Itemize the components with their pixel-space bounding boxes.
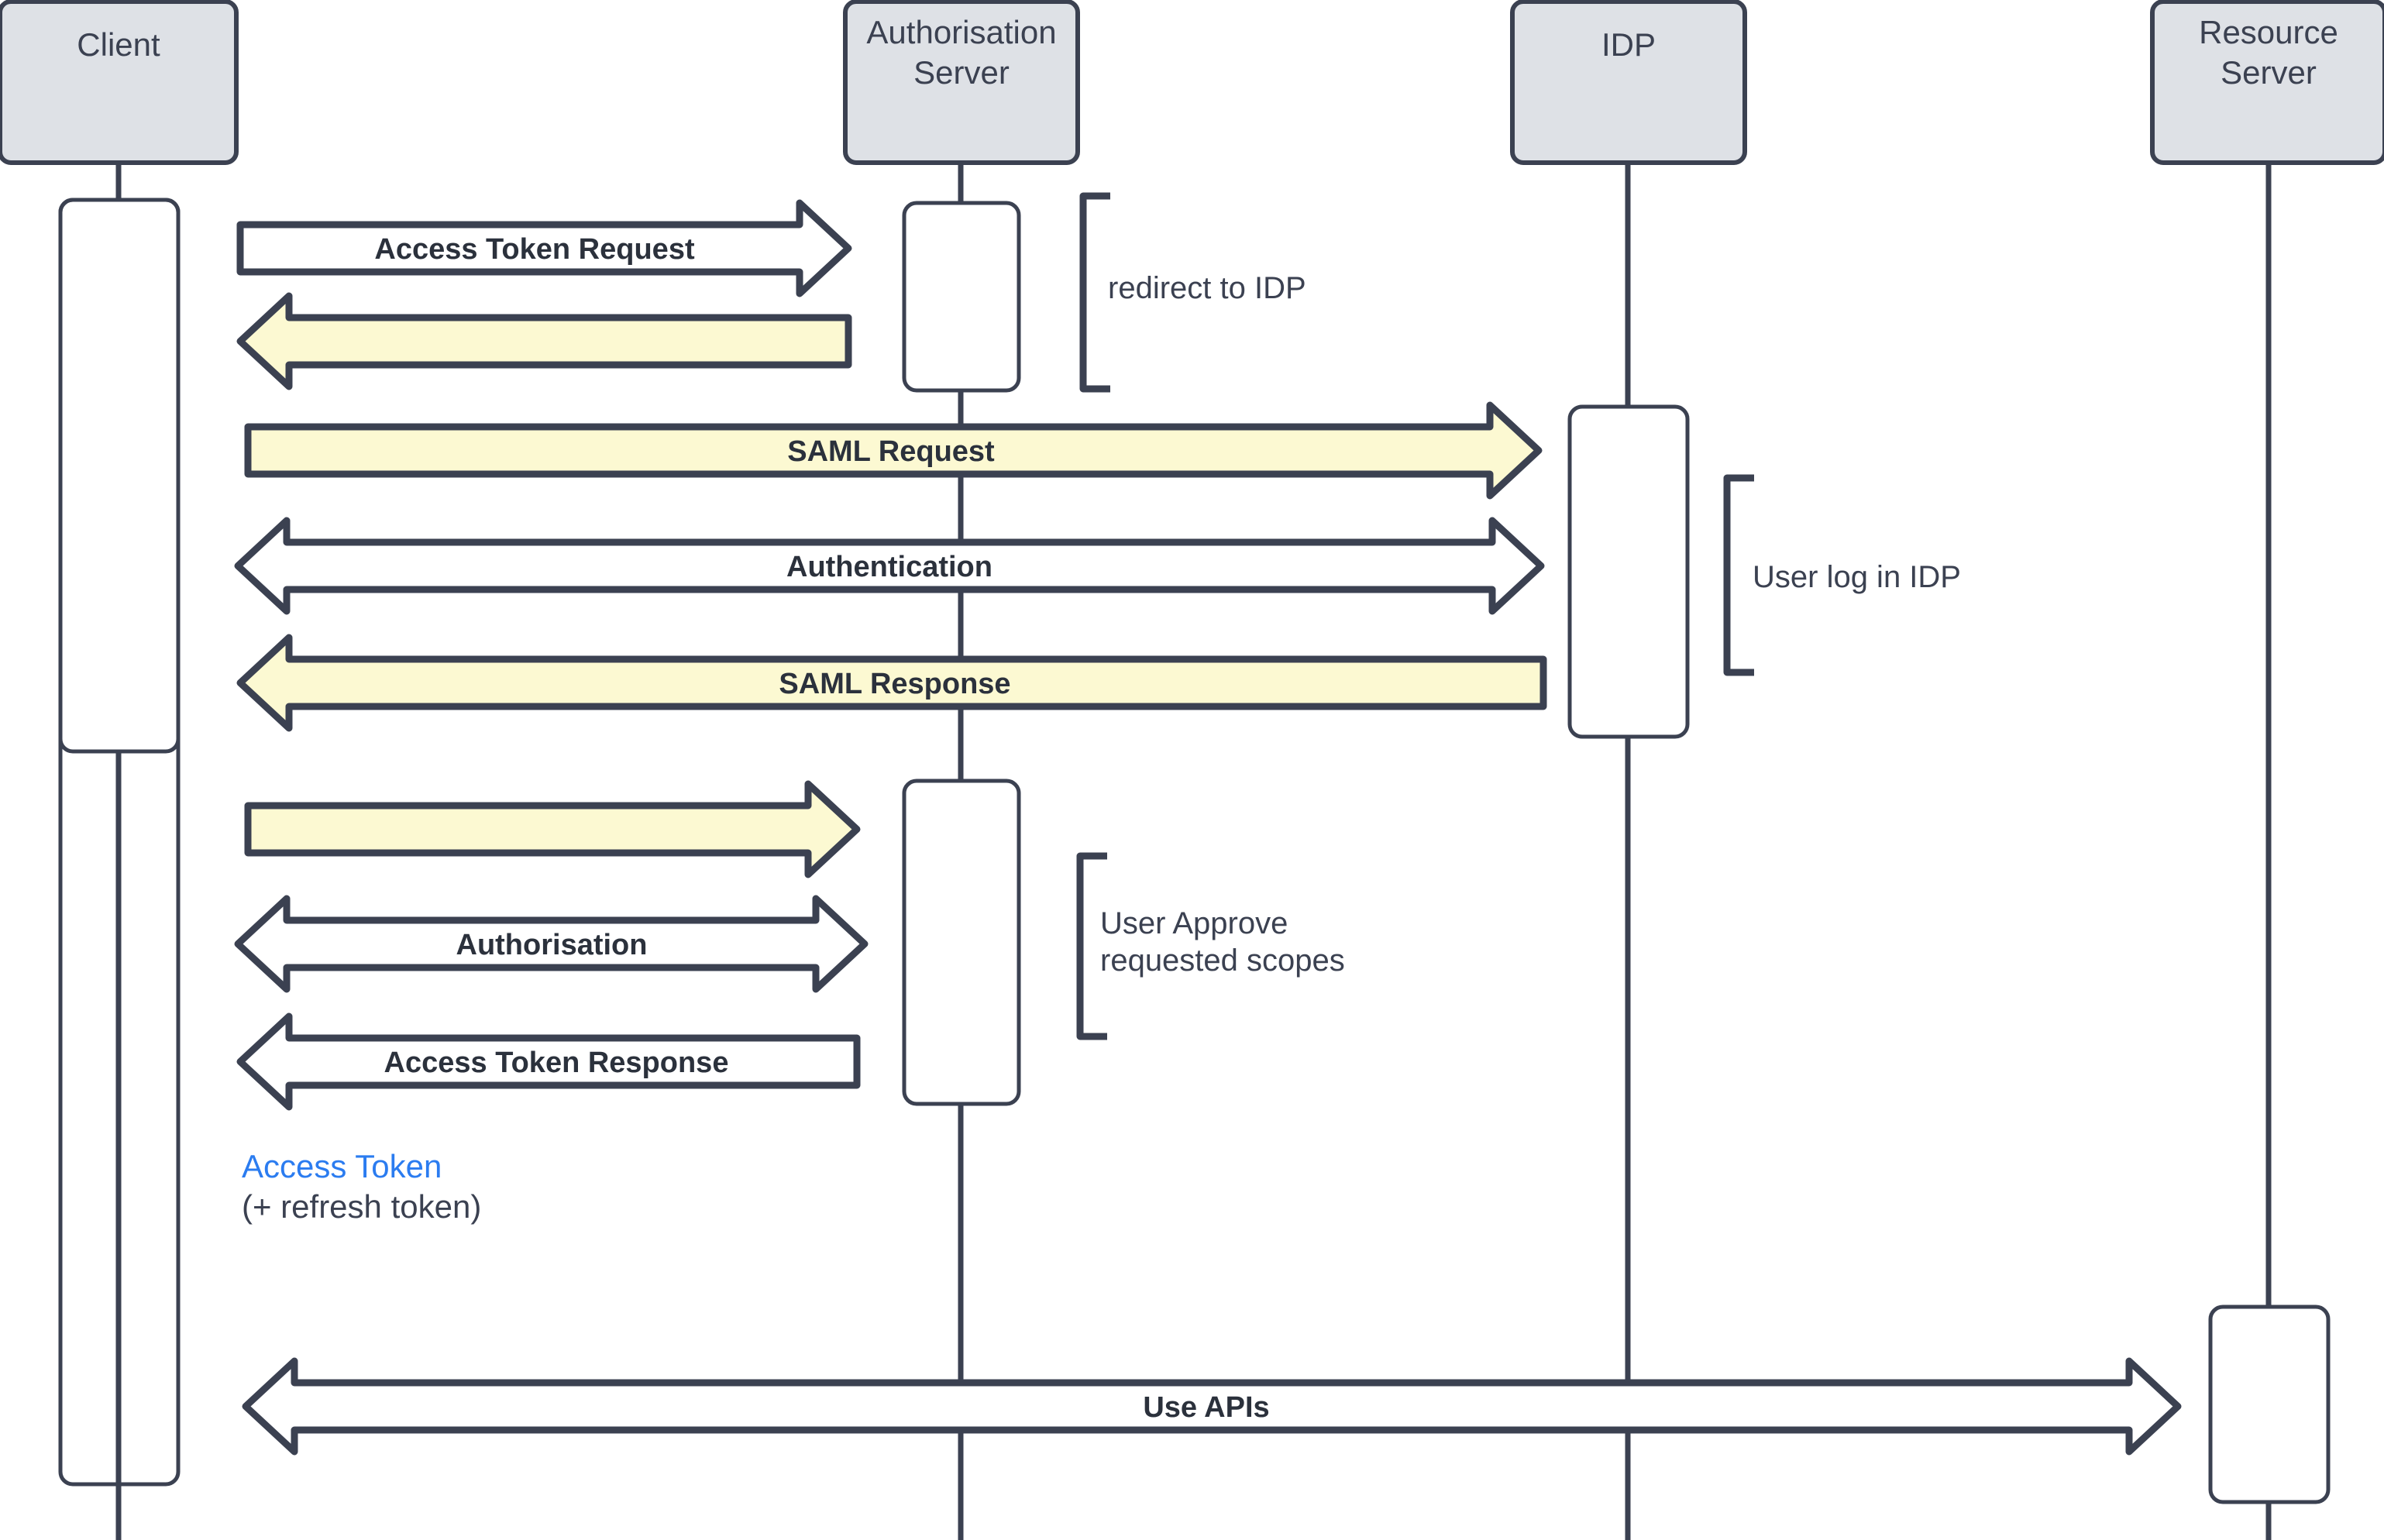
note-user-approve-scopes-bracket: [1076, 852, 1107, 1040]
participant-auth-server-box[interactable]: [843, 0, 1080, 165]
note-redirect-to-idp: redirect to IDP: [1079, 192, 1306, 393]
message-saml-request-label: SAML Request: [787, 435, 995, 468]
participant-resource-server-label-line-1: Server: [2221, 54, 2317, 91]
message-saml-assertion-forward[interactable]: [244, 780, 861, 878]
message-use-apis-label: Use APIs: [1143, 1391, 1269, 1424]
message-authorisation[interactable]: Authorisation: [234, 895, 869, 993]
message-redirect-response-arrow[interactable]: [236, 292, 852, 390]
message-redirect-response[interactable]: [236, 292, 852, 390]
note-user-approve-scopes-line-0: User Approve: [1100, 906, 1288, 940]
message-saml-assertion-forward-arrow[interactable]: [244, 780, 861, 878]
message-saml-response[interactable]: SAML Response: [236, 634, 1547, 732]
activation-boxes: [58, 198, 2331, 1504]
message-authorisation-label: Authorisation: [456, 929, 648, 961]
message-access-token-response-label: Access Token Response: [384, 1047, 729, 1079]
message-access-token-request-label: Access Token Request: [374, 233, 695, 266]
message-authorisation-arrow[interactable]: [234, 895, 869, 993]
participant-client-box[interactable]: [0, 0, 239, 165]
activation-client-2: [58, 198, 181, 1487]
participant-idp-label-line-0: IDP: [1601, 26, 1656, 63]
participant-auth-server[interactable]: Authorisation Server: [843, 0, 1080, 165]
participant-headers: Client Authorisation Server IDP Resource…: [0, 0, 2384, 165]
note-user-approve-scopes: User Approve requested scopes: [1076, 852, 1345, 1040]
activation-idp: [1567, 404, 1690, 739]
participant-client-label-line-0: Client: [77, 26, 160, 63]
participant-idp[interactable]: IDP: [1510, 0, 1747, 165]
participant-auth-server-label-line-0: Authorisation: [866, 14, 1056, 50]
annotation-access-token-secondary: (+ refresh token): [242, 1188, 481, 1225]
message-authentication-label: Authentication: [786, 551, 992, 583]
message-access-token-response[interactable]: Access Token Response: [236, 1012, 861, 1111]
participant-resource-server[interactable]: Resource Server: [2150, 0, 2384, 165]
message-access-token-request-arrow[interactable]: [236, 199, 852, 297]
message-access-token-request[interactable]: Access Token Request: [236, 199, 852, 297]
note-redirect-to-idp-text: redirect to IDP: [1108, 271, 1306, 305]
message-saml-response-label: SAML Response: [779, 668, 1010, 700]
message-use-apis[interactable]: Use APIs: [242, 1357, 2182, 1456]
participant-client[interactable]: Client: [0, 0, 239, 165]
participant-resource-server-label-line-0: Resource: [2199, 14, 2338, 50]
note-user-log-in-idp-text: User log in IDP: [1753, 560, 1961, 594]
message-saml-response-arrow[interactable]: [236, 634, 1547, 732]
note-user-log-in-idp: User log in IDP: [1723, 474, 1961, 676]
message-saml-request[interactable]: SAML Request: [244, 401, 1543, 500]
note-user-log-in-idp-bracket: [1723, 474, 1754, 676]
activation-client: [58, 198, 181, 754]
message-authentication-arrow[interactable]: [234, 517, 1545, 615]
message-use-apis-arrow[interactable]: [242, 1357, 2182, 1456]
participant-auth-server-label-line-1: Server: [913, 54, 1010, 91]
note-redirect-to-idp-bracket: [1079, 192, 1110, 393]
annotation-access-token-primary: Access Token: [242, 1148, 442, 1184]
activation-auth-server-1: [902, 201, 1021, 393]
activation-resource-server: [2208, 1305, 2331, 1504]
message-saml-request-arrow[interactable]: [244, 401, 1543, 500]
note-user-approve-scopes-line-1: requested scopes: [1100, 944, 1345, 978]
participant-idp-box[interactable]: [1510, 0, 1747, 165]
annotation-access-token: Access Token (+ refresh token): [242, 1148, 481, 1225]
activation-auth-server-2: [902, 779, 1021, 1106]
message-authentication[interactable]: Authentication: [234, 517, 1545, 615]
participant-resource-server-box[interactable]: [2150, 0, 2384, 165]
message-access-token-response-arrow[interactable]: [236, 1012, 861, 1111]
